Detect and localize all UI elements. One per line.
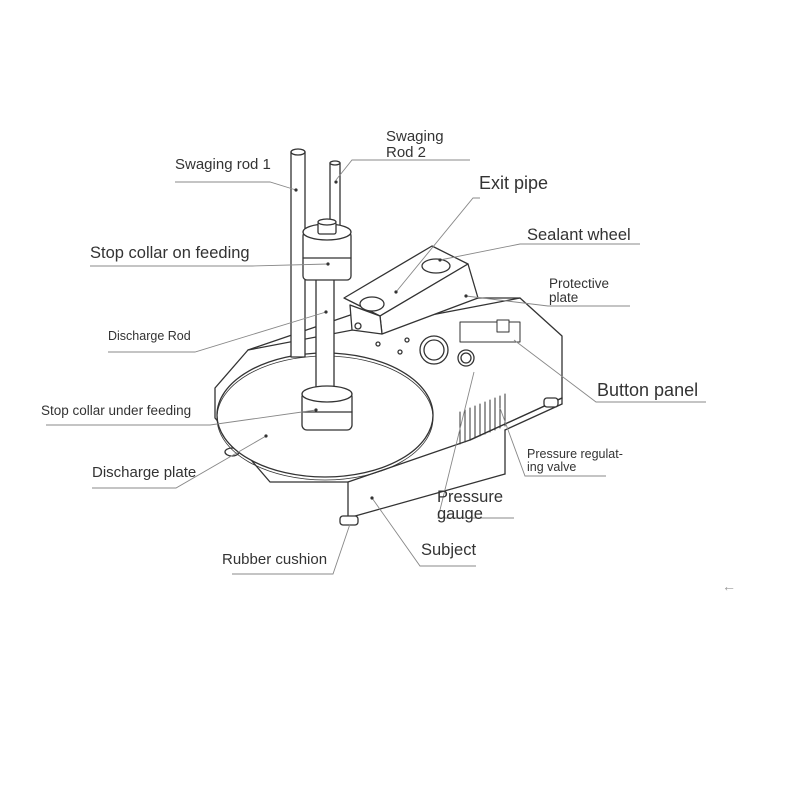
label-swaging-rod-1: Swaging rod 1 — [175, 156, 271, 173]
stop-collar-on-feeding — [302, 218, 352, 281]
label-button-panel: Button panel — [597, 380, 699, 400]
label-pressure-regulating-valve: Pressure regulat- ing valve — [527, 447, 623, 475]
label-protective-plate-line1: Protective — [549, 276, 610, 291]
swaging-rod-1 — [290, 148, 306, 358]
label-swaging-rod-2-line1: Swaging — [386, 128, 444, 145]
label-pressure-gauge: Pressure gauge — [437, 488, 504, 524]
vent-grille — [459, 393, 506, 445]
label-swaging-rod-2: Swaging Rod 2 — [386, 129, 444, 161]
stop-collar-under-feeding — [301, 385, 353, 431]
sealant-unit — [343, 245, 479, 355]
label-subject: Subject — [421, 541, 477, 559]
label-swaging-rod-2-line2: Rod 2 — [386, 143, 427, 161]
label-discharge-rod: Discharge Rod — [108, 329, 191, 343]
label-protective-plate-line2: plate — [549, 290, 579, 306]
arrow-left-icon[interactable]: ← — [722, 578, 736, 594]
label-exit-pipe: Exit pipe — [479, 173, 549, 193]
label-sealant-wheel: Sealant wheel — [527, 226, 631, 244]
label-pressure-regulating-valve-line2: ing valve — [527, 460, 577, 475]
label-pressure-regulating-valve-line1: Pressure regulat- — [527, 447, 623, 461]
label-rubber-cushion: Rubber cushion — [222, 551, 328, 568]
label-pressure-gauge-line1: Pressure — [437, 488, 504, 506]
discharge-rod — [315, 269, 335, 406]
button-panel-area — [419, 319, 521, 367]
label-protective-plate: Protective plate — [549, 276, 610, 306]
label-stop-collar-on-feeding: Stop collar on feeding — [90, 244, 250, 262]
label-pressure-gauge-line2: gauge — [437, 505, 483, 524]
label-stop-collar-under-feeding: Stop collar under feeding — [41, 403, 192, 418]
label-discharge-plate: Discharge plate — [92, 464, 197, 481]
